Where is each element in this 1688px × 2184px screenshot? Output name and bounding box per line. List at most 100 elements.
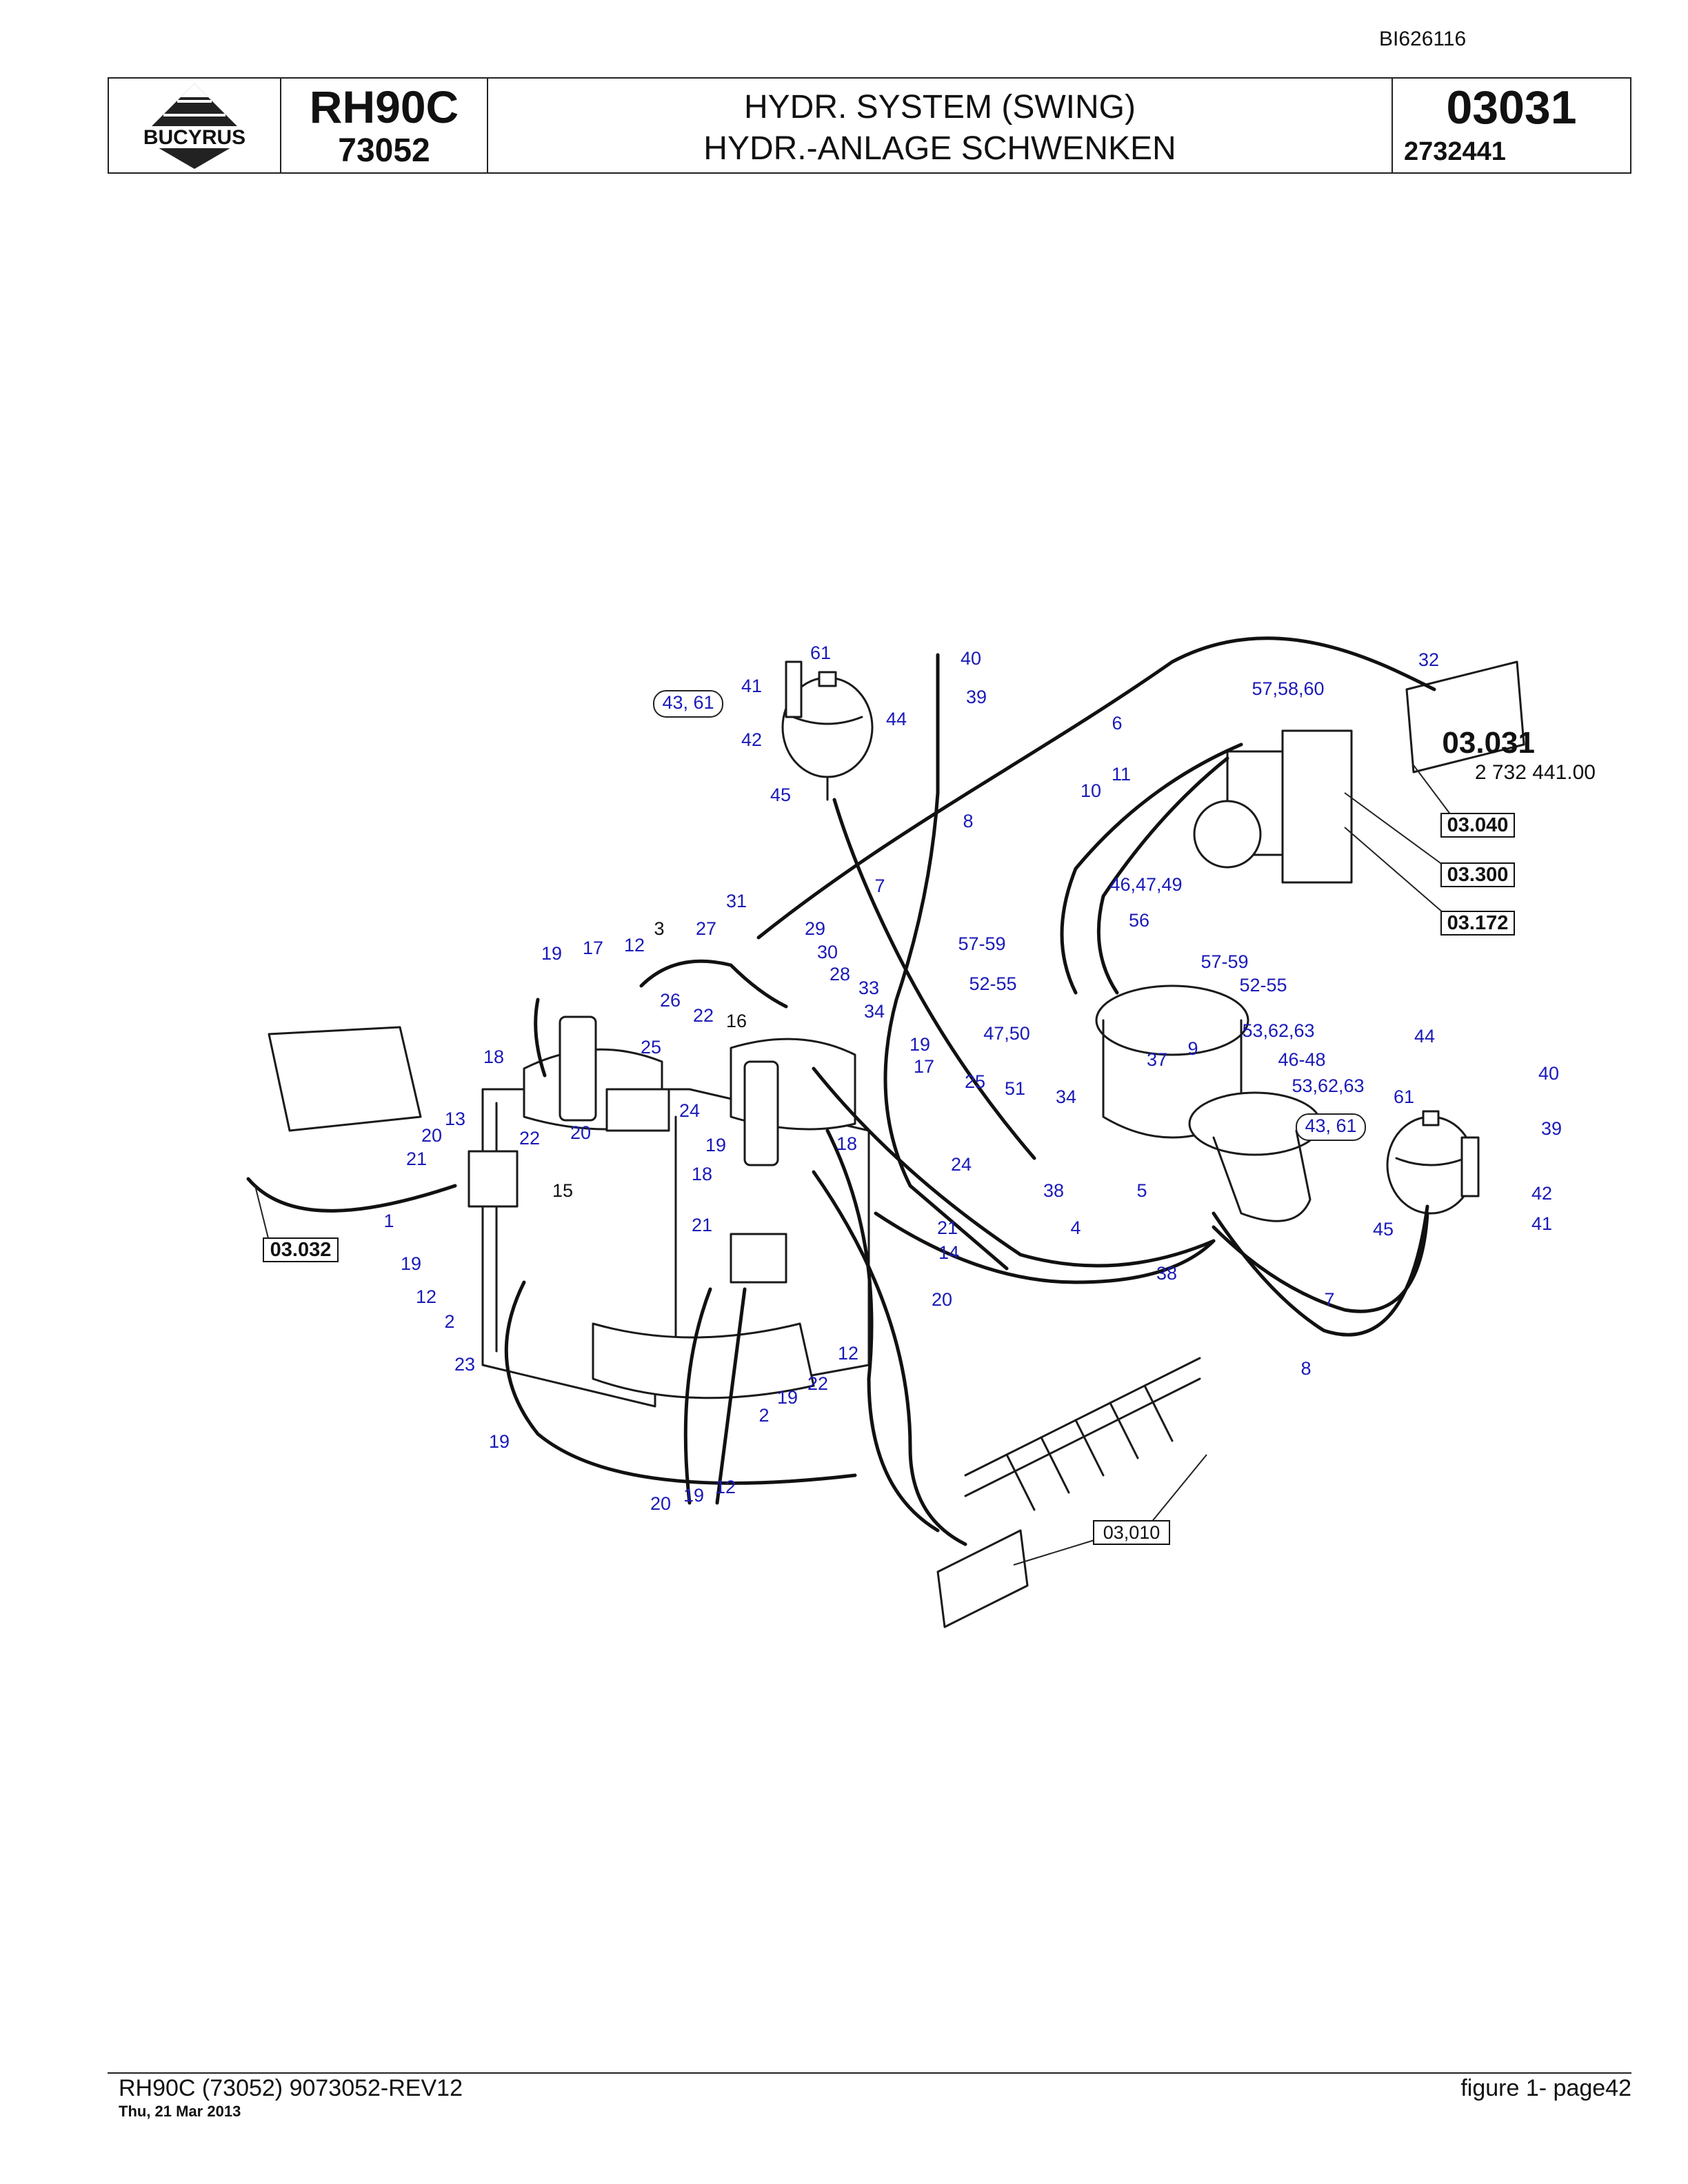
part-callout-c39b: 39 xyxy=(1541,1118,1562,1139)
footer-rule xyxy=(108,2072,1631,2074)
part-callout-c24a: 24 xyxy=(679,1100,700,1121)
part-callout-c25a: 25 xyxy=(641,1037,661,1058)
reference-box xyxy=(1440,911,1515,936)
reference-label: 03.040 xyxy=(1447,814,1509,836)
part-callout-c4361a: 43, 61 xyxy=(662,692,714,713)
part-callout-c14: 14 xyxy=(938,1242,959,1263)
group-number: 03031 xyxy=(1446,81,1577,134)
part-callout-c20c: 20 xyxy=(932,1289,952,1310)
part-callout-c34b: 34 xyxy=(1056,1086,1076,1107)
part-callout-c61b: 61 xyxy=(1394,1086,1414,1107)
part-callout-c44a: 44 xyxy=(886,709,907,729)
part-callout-c2a: 2 xyxy=(444,1311,454,1332)
part-callout-c10: 10 xyxy=(1081,780,1101,801)
part-callout-c27: 27 xyxy=(696,918,716,939)
part-callout-c5255a: 52-55 xyxy=(969,973,1016,994)
part-callout-c464749: 46,47,49 xyxy=(1109,874,1182,895)
part-callout-c19a: 19 xyxy=(541,943,562,964)
logo-text: BUCYRUS xyxy=(143,126,245,149)
part-callout-c17b: 17 xyxy=(914,1056,934,1077)
part-callout-c5759b: 57-59 xyxy=(1200,951,1248,972)
reference-label: 03.032 xyxy=(270,1239,332,1261)
part-callout-c19d: 19 xyxy=(401,1253,421,1274)
part-callout-c536263a: 53,62,63 xyxy=(1242,1020,1314,1041)
part-callout-c24b: 24 xyxy=(951,1154,972,1175)
part-callout-c41a: 41 xyxy=(741,676,762,696)
part-callout-c51: 51 xyxy=(1005,1078,1025,1099)
part-callout-c19b: 19 xyxy=(910,1034,930,1055)
part-callout-c536263b: 53,62,63 xyxy=(1292,1075,1364,1096)
model-name: RH90C xyxy=(309,81,459,132)
part-callout-c17a: 17 xyxy=(583,938,603,958)
part-callout-c7b: 7 xyxy=(1324,1289,1334,1310)
footer-page: figure 1- page42 xyxy=(1460,2075,1631,2101)
part-callout-c2b: 2 xyxy=(758,1405,769,1426)
part-callout-c575860: 57,58,60 xyxy=(1252,678,1324,699)
document-id: BI626116 xyxy=(1379,28,1467,50)
reference-box xyxy=(263,1237,339,1262)
part-callout-c22a: 22 xyxy=(693,1005,714,1026)
reference-box xyxy=(1440,862,1515,887)
part-callout-c4: 4 xyxy=(1070,1217,1081,1238)
part-callout-c22c: 22 xyxy=(807,1373,828,1394)
part-callout-c19g: 19 xyxy=(683,1485,704,1506)
title-cell: HYDR. SYSTEM (SWING) HYDR.-ANLAGE SCHWEN… xyxy=(488,79,1393,172)
logo-cell: BUCYRUS xyxy=(109,79,281,172)
serial-number: 73052 xyxy=(338,132,430,169)
reference-box xyxy=(1093,1520,1170,1545)
callout-oval xyxy=(1296,1113,1366,1141)
part-callout-c5: 5 xyxy=(1136,1180,1147,1201)
part-callout-c8b: 8 xyxy=(1300,1358,1311,1379)
part-callout-c4648: 46-48 xyxy=(1278,1049,1325,1070)
part-callout-c20a: 20 xyxy=(421,1125,442,1146)
title-block: BUCYRUS RH90C 73052 HYDR. SYSTEM (SWING)… xyxy=(108,77,1631,174)
part-callout-c38b: 38 xyxy=(1156,1263,1177,1284)
part-callout-c4750: 47,50 xyxy=(983,1023,1030,1044)
part-callout-c12c: 12 xyxy=(838,1343,858,1364)
part-callout-c31: 31 xyxy=(726,891,747,911)
part-callout-c12b: 12 xyxy=(416,1286,436,1307)
part-callout-c18a: 18 xyxy=(483,1046,504,1067)
part-callout-c40a: 40 xyxy=(961,648,981,669)
part-callout-c5255b: 52-55 xyxy=(1239,975,1287,995)
part-callout-c42a: 42 xyxy=(741,729,762,750)
part-callout-c20b: 20 xyxy=(570,1122,591,1143)
reference-box xyxy=(1440,813,1515,838)
part-callout-c22b: 22 xyxy=(519,1128,540,1149)
part-callout-c11: 11 xyxy=(1112,764,1131,785)
part-callout-c8a: 8 xyxy=(963,811,973,831)
reference-label: 03,010 xyxy=(1103,1522,1160,1543)
part-callout-c41b: 41 xyxy=(1531,1213,1552,1234)
part-callout-c9: 9 xyxy=(1187,1038,1198,1059)
model-cell: RH90C 73052 xyxy=(281,79,488,172)
title-english: HYDR. SYSTEM (SWING) xyxy=(743,89,1136,125)
part-callout-c13: 13 xyxy=(445,1109,465,1129)
part-callout-c19f: 19 xyxy=(489,1431,510,1452)
part-callout-c20d: 20 xyxy=(650,1493,671,1514)
part-callout-c19e: 19 xyxy=(777,1387,798,1408)
part-callout-c3: 3 xyxy=(654,918,664,939)
part-callout-c18b: 18 xyxy=(836,1133,857,1154)
assembly-part: 2 732 441.00 xyxy=(1475,761,1596,784)
assembly-label: 03.031 xyxy=(1442,726,1535,760)
part-callout-c34a: 34 xyxy=(864,1001,885,1022)
part-callout-c32: 32 xyxy=(1418,649,1439,670)
part-callout-c18c: 18 xyxy=(692,1164,712,1184)
part-callout-c25b: 25 xyxy=(965,1071,985,1092)
part-callout-c28: 28 xyxy=(830,964,850,984)
part-callout-c45b: 45 xyxy=(1373,1219,1394,1240)
part-callout-c21c: 21 xyxy=(937,1217,958,1238)
reference-label: 03.300 xyxy=(1447,864,1509,886)
part-callout-c38a: 38 xyxy=(1043,1180,1064,1201)
part-callout-c37: 37 xyxy=(1147,1049,1167,1070)
part-callout-c30: 30 xyxy=(817,942,838,962)
group-cell: 03031 2732441 xyxy=(1393,79,1630,172)
reference-label: 03.172 xyxy=(1447,912,1509,934)
part-callout-c29: 29 xyxy=(805,918,825,939)
part-callout-c7a: 7 xyxy=(874,876,885,896)
part-callout-c15: 15 xyxy=(552,1180,573,1201)
part-callout-c21a: 21 xyxy=(406,1149,427,1169)
part-callout-c39a: 39 xyxy=(966,687,987,707)
part-callout-c45a: 45 xyxy=(770,785,791,805)
